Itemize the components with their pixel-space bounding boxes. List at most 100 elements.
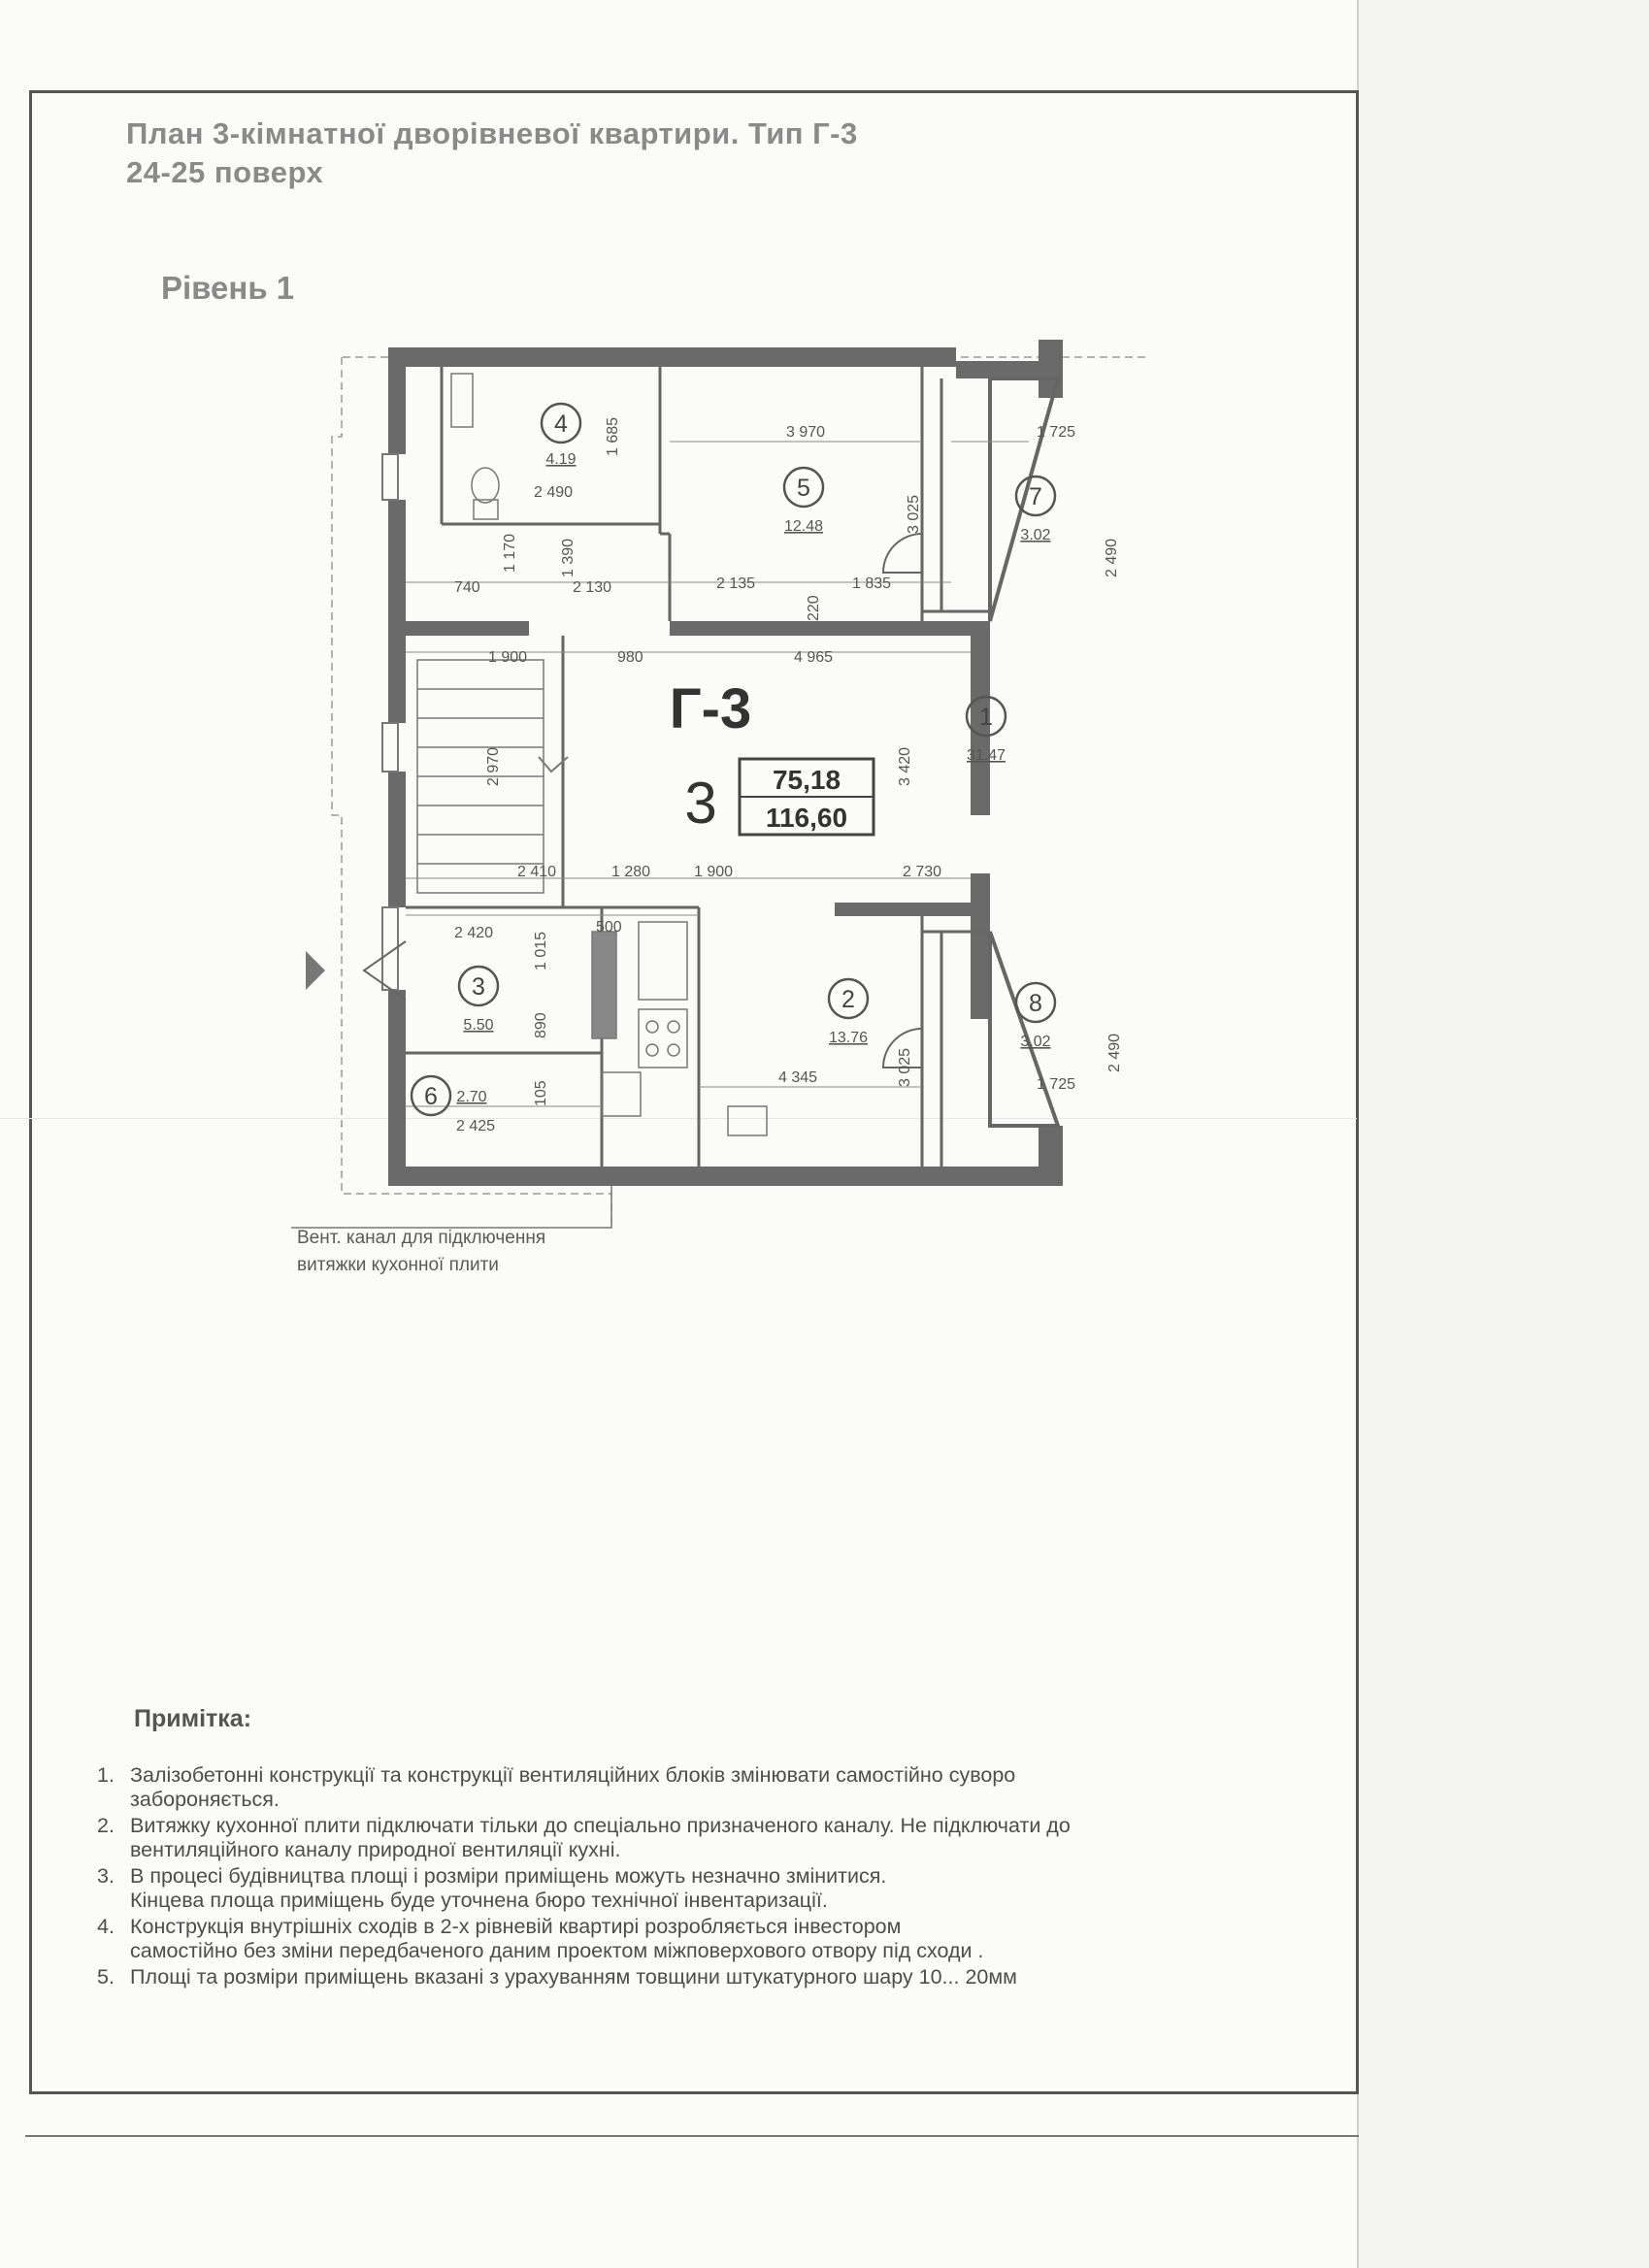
rooms-count: 3 bbox=[684, 771, 716, 836]
svg-text:105: 105 bbox=[533, 1080, 549, 1106]
room-area-7: 3.02 bbox=[1020, 527, 1050, 543]
note-line-1: Залізобетонні конструкції та конструкції… bbox=[130, 1763, 1016, 1787]
level-label: Рівень 1 bbox=[161, 270, 295, 306]
svg-text:2 490: 2 490 bbox=[1106, 1034, 1123, 1072]
room-marker-7 bbox=[1014, 475, 1057, 517]
room-marker-4 bbox=[540, 402, 582, 444]
svg-text:2 410: 2 410 bbox=[517, 864, 556, 880]
svg-text:2 730: 2 730 bbox=[903, 864, 941, 880]
svg-text:890: 890 bbox=[533, 1012, 549, 1038]
walls bbox=[388, 340, 1063, 1186]
total-area: 116,60 bbox=[766, 803, 847, 833]
svg-text:740: 740 bbox=[454, 579, 480, 596]
room-area-3: 5.50 bbox=[463, 1017, 493, 1034]
note-item: 2.Витяжку кухонної плити підключати тіль… bbox=[97, 1814, 1320, 1862]
title-line-1: План 3-кімнатної дворівневої квартири. Т… bbox=[126, 116, 858, 150]
svg-text:2 970: 2 970 bbox=[485, 747, 502, 786]
room-number-4: 4 bbox=[554, 411, 568, 438]
document-title: План 3-кімнатної дворівневої квартири. Т… bbox=[126, 115, 858, 192]
wall-right-lower bbox=[971, 873, 990, 1019]
svg-text:2 490: 2 490 bbox=[1104, 539, 1120, 577]
bathroom-fixtures bbox=[450, 373, 500, 520]
vent-channel-label: Вент. канал для підключення витяжки кухо… bbox=[297, 1225, 545, 1279]
vent-label-line-1: Вент. канал для підключення bbox=[297, 1228, 546, 1248]
notes-title: Примітка: bbox=[134, 1705, 252, 1732]
room-area-6: 2.70 bbox=[456, 1089, 486, 1105]
note-item: 1. Залізобетонні конструкції та конструкц… bbox=[97, 1763, 1320, 1812]
wall-top-right bbox=[956, 361, 1063, 378]
note-line-2: забороняється. bbox=[130, 1788, 280, 1811]
paper-edge bbox=[1357, 0, 1649, 2268]
room-area-5: 12.48 bbox=[784, 518, 823, 535]
stairs bbox=[416, 659, 569, 894]
doors bbox=[362, 533, 923, 1068]
room-number-8: 8 bbox=[1029, 990, 1042, 1017]
wall-left-upper bbox=[388, 367, 406, 454]
svg-text:500: 500 bbox=[596, 919, 622, 936]
note-number: 3. bbox=[97, 1864, 115, 1888]
vent-leader-line bbox=[291, 1186, 612, 1229]
note-line-1: Площі та розміри приміщень вказані з ура… bbox=[130, 1965, 1017, 1989]
note-line-1: В процесі будівництва площі і розміри пр… bbox=[130, 1864, 887, 1888]
svg-text:3 970: 3 970 bbox=[786, 424, 825, 441]
room-number-7: 7 bbox=[1029, 483, 1042, 510]
svg-text:3 025: 3 025 bbox=[906, 495, 922, 534]
svg-text:2 490: 2 490 bbox=[534, 484, 573, 501]
room-marker-1 bbox=[965, 695, 1007, 738]
svg-text:3 420: 3 420 bbox=[897, 747, 913, 786]
room-area-2: 13.76 bbox=[829, 1030, 868, 1046]
room-numbers: 4 5 7 1 3 2 8 6 bbox=[424, 411, 1042, 1110]
svg-text:2 130: 2 130 bbox=[573, 579, 611, 596]
wall-left-bottom bbox=[388, 990, 406, 1184]
note-number: 1. bbox=[97, 1763, 115, 1787]
partitions bbox=[406, 367, 990, 1167]
dimension-lines bbox=[406, 441, 1029, 1107]
svg-text:1 900: 1 900 bbox=[488, 649, 527, 666]
svg-text:1 900: 1 900 bbox=[694, 864, 733, 880]
svg-text:1 685: 1 685 bbox=[605, 417, 621, 456]
room-number-6: 6 bbox=[424, 1083, 438, 1110]
svg-text:3 025: 3 025 bbox=[897, 1048, 913, 1087]
room-number-2: 2 bbox=[841, 986, 855, 1013]
bottom-rule bbox=[25, 2135, 1359, 2137]
paper-fold-line bbox=[0, 1118, 1357, 1119]
dimension-texts: 3 970 1 725 1 685 2 490 3 025 2 490 1 17… bbox=[454, 417, 1123, 1134]
room-markers bbox=[410, 402, 1057, 1117]
svg-text:1 725: 1 725 bbox=[1037, 1076, 1075, 1093]
svg-text:2 135: 2 135 bbox=[716, 575, 755, 592]
room-marker-3 bbox=[457, 965, 500, 1007]
note-number: 5. bbox=[97, 1965, 115, 1989]
svg-text:980: 980 bbox=[617, 649, 643, 666]
svg-text:1 725: 1 725 bbox=[1037, 424, 1075, 441]
entrance-arrow bbox=[306, 951, 325, 990]
notes-list: 1. Залізобетонні конструкції та конструкц… bbox=[97, 1763, 1320, 1991]
floor-plan: 4 5 7 1 3 2 8 6 4.19 12.48 3.02 31.47 5.… bbox=[291, 340, 1145, 1229]
note-item: 3. В процесі будівництва площі і розміри … bbox=[97, 1864, 1320, 1913]
room-number-5: 5 bbox=[797, 475, 810, 502]
note-line-2: самостійно без зміни передбаченого даним… bbox=[130, 1939, 984, 1962]
note-number: 2. bbox=[97, 1814, 115, 1837]
room-marker-8 bbox=[1014, 981, 1057, 1024]
kitchen-fixtures bbox=[591, 921, 768, 1136]
note-item: 4.Конструкція внутрішніх сходів в 2-х рі… bbox=[97, 1915, 1320, 1963]
title-line-2: 24-25 поверх bbox=[126, 155, 324, 189]
svg-text:2 420: 2 420 bbox=[454, 925, 493, 941]
svg-text:1 170: 1 170 bbox=[502, 534, 518, 573]
svg-text:1 835: 1 835 bbox=[852, 575, 891, 592]
wall-left-lower bbox=[388, 772, 406, 907]
svg-text:4 965: 4 965 bbox=[794, 649, 833, 666]
room-number-3: 3 bbox=[472, 973, 485, 1001]
wall-top-stub bbox=[1039, 340, 1063, 398]
room-area-1: 31.47 bbox=[967, 747, 1006, 764]
wall-right-upper bbox=[971, 621, 990, 815]
wall-kitchen-top bbox=[835, 903, 990, 916]
note-number: 4. bbox=[97, 1915, 115, 1938]
wall-bottom bbox=[388, 1167, 1063, 1186]
balcony-bottom-right bbox=[988, 931, 1061, 1128]
vent-label-line-2: витяжки кухонної плити bbox=[297, 1255, 499, 1275]
wall-bottom-stub bbox=[1039, 1126, 1063, 1186]
svg-text:4 345: 4 345 bbox=[778, 1069, 817, 1086]
windows bbox=[381, 453, 399, 991]
balcony-top-right bbox=[988, 377, 1061, 622]
wall-top-left bbox=[388, 347, 956, 367]
